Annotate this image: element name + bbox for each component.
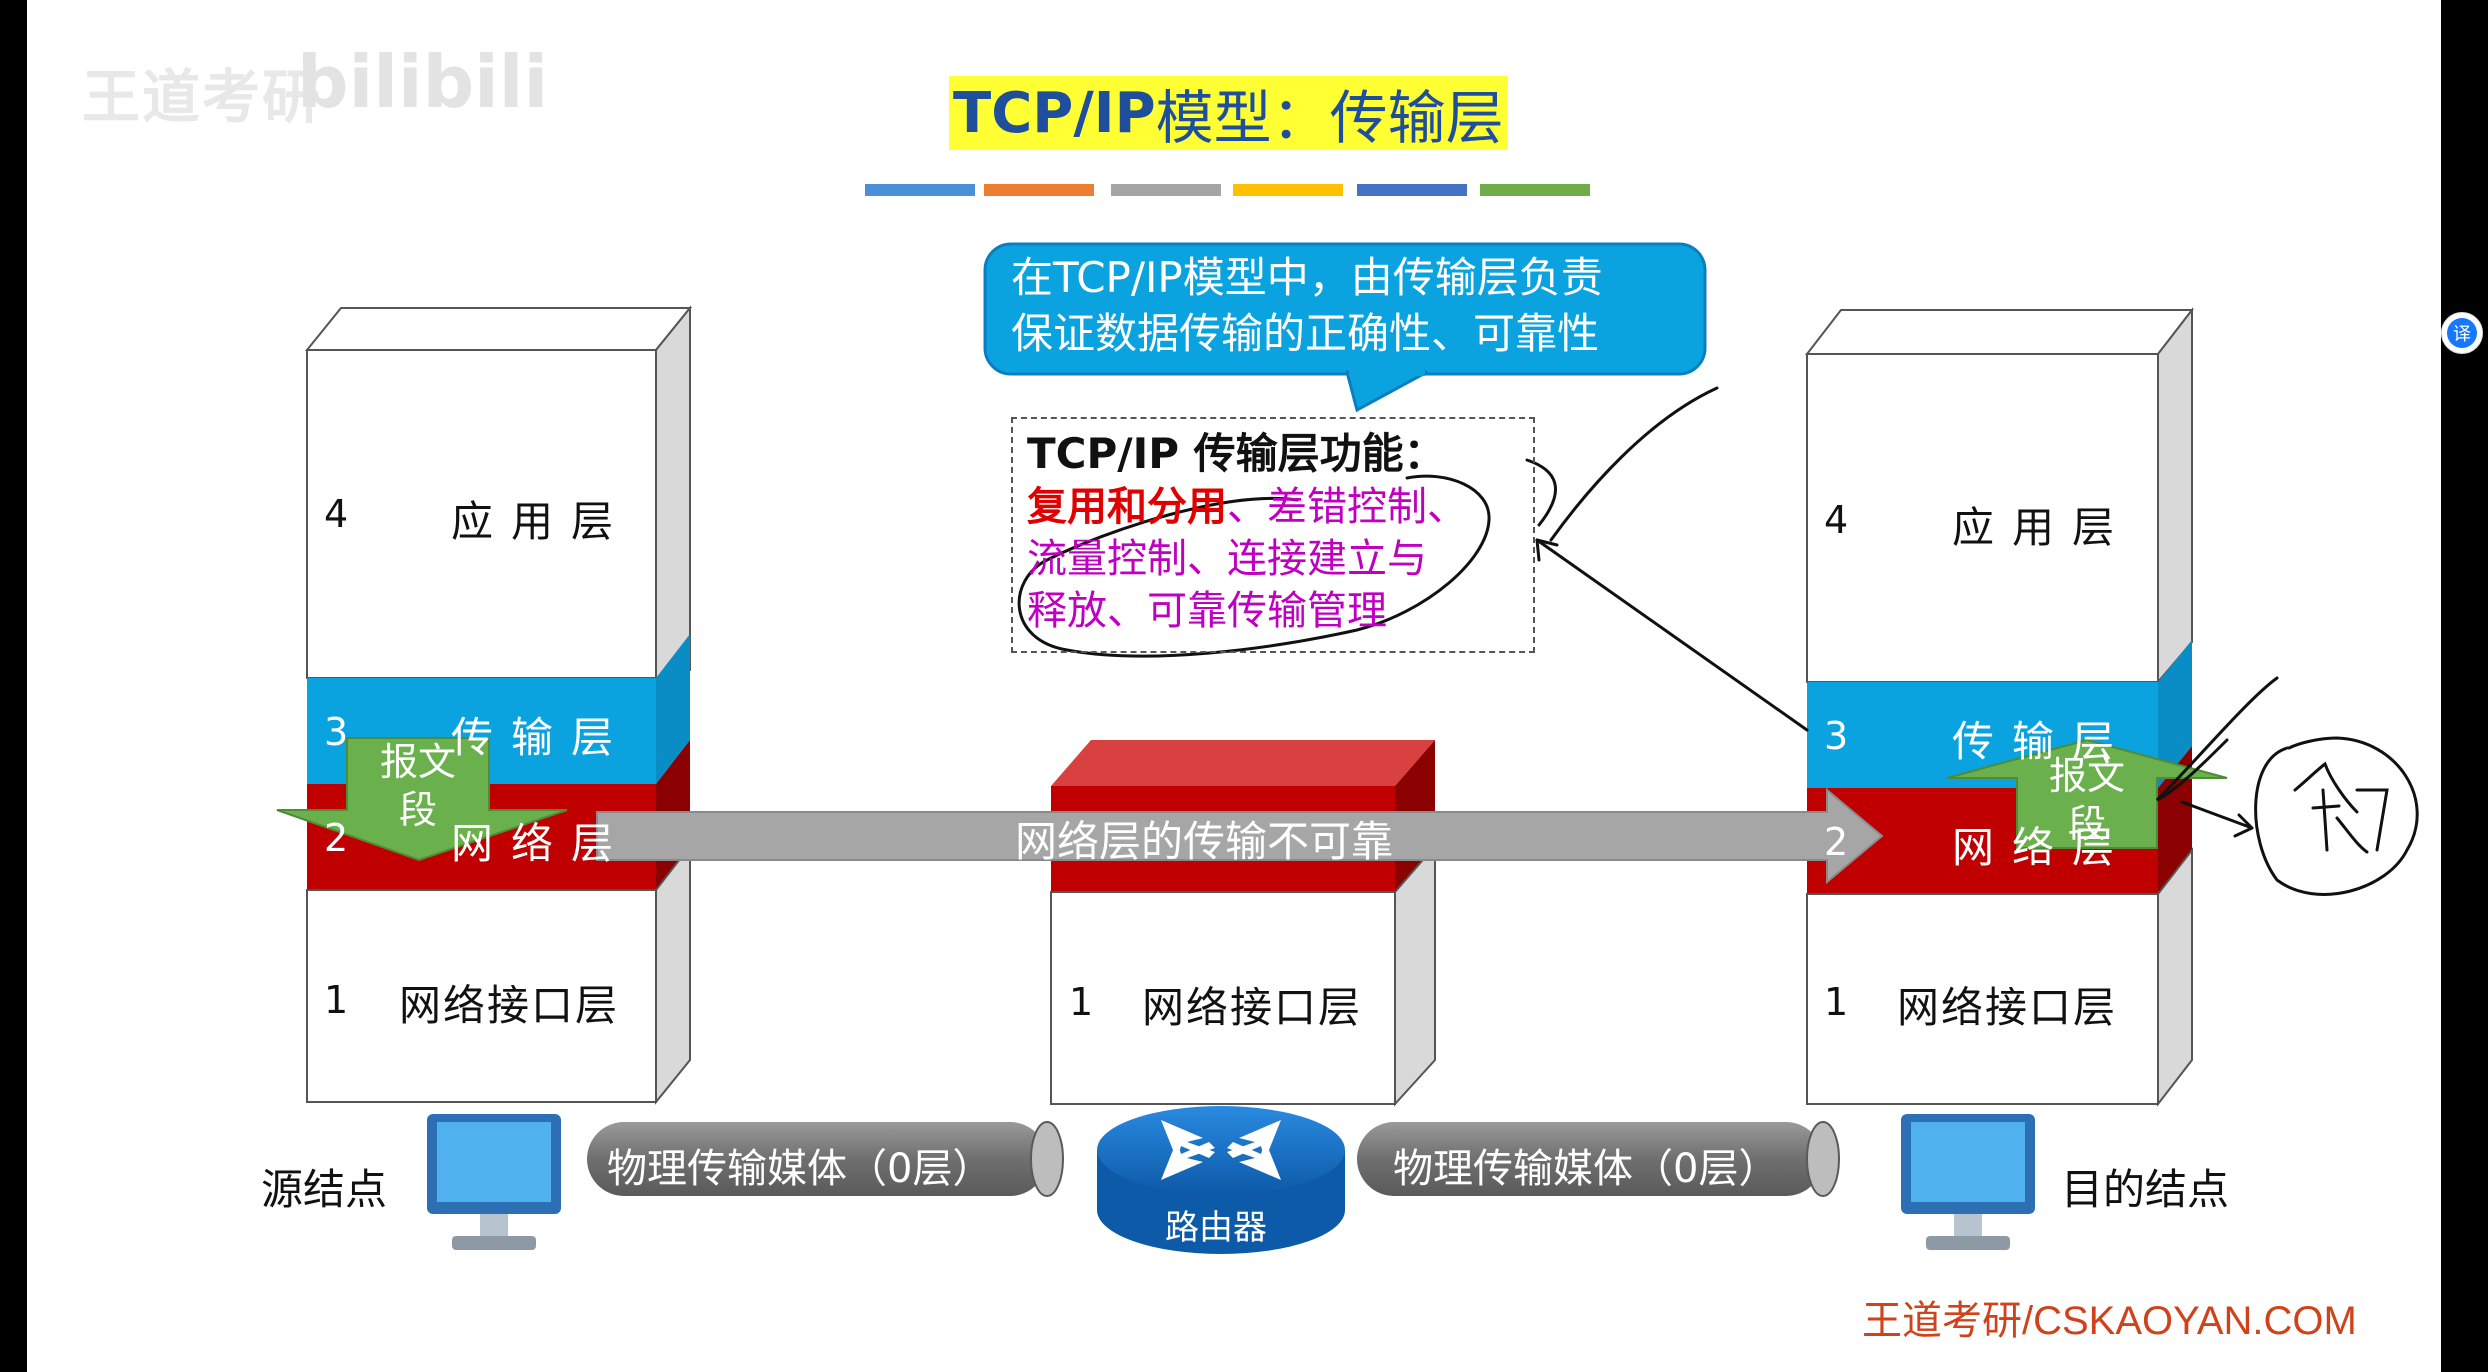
router-stack [1050, 740, 1436, 1107]
left-pipe-label: 物理传输媒体（0层） [607, 1146, 993, 1192]
source-layer-4-num: 4 [324, 492, 349, 536]
dest-layer-4-name: 应用层 [1952, 503, 2133, 552]
color-bar-2 [984, 184, 1094, 196]
title-text: 模型：传输层 [1155, 84, 1504, 152]
callout-bubble [983, 242, 1707, 413]
dest-segment-line-2: 段 [2067, 802, 2106, 846]
router-icon [1097, 1106, 1345, 1254]
dest-layer-1-num: 1 [1824, 980, 1849, 1024]
dest-segment-arrow [1946, 738, 2228, 849]
source-layer-3-num: 3 [324, 710, 349, 754]
source-segment-line-2: 段 [398, 788, 437, 832]
transport-functions-box: TCP/IP 传输层功能： 复用和分用、差错控制、 流量控制、连接建立与 释放、… [1011, 417, 1535, 653]
translate-icon: 译 [2447, 318, 2477, 348]
handwritten-annotations [1017, 386, 2419, 896]
dest-layer-3-num: 3 [1824, 714, 1849, 758]
callout-text: 在TCP/IP模型中，由传输层负责 保证数据传输的正确性、可靠性 [1011, 250, 1711, 362]
source-layer-1-num: 1 [324, 978, 349, 1022]
functions-title: TCP/IP 传输层功能： [1027, 429, 1446, 478]
network-arrow [596, 787, 1884, 885]
diagram-canvas [276, 242, 2419, 1254]
translate-button[interactable]: 译 [2441, 312, 2483, 354]
title-tcp-ip: TCP/IP [953, 80, 1156, 146]
footer-brand: 王道考研/CSKAOYAN.COM [1862, 1299, 2357, 1343]
dest-layer-1-name: 网络接口层 [1897, 983, 2118, 1032]
functions-highlight: 复用和分用 [1027, 484, 1227, 530]
source-segment-line-1: 报文 [379, 740, 456, 784]
color-bar-3 [1111, 184, 1221, 196]
dest-segment-label: 报文 段 [2017, 752, 2157, 848]
right-pipe-label: 物理传输媒体（0层） [1393, 1146, 1779, 1192]
color-bar-4 [1233, 184, 1343, 196]
source-layer-1-name: 网络接口层 [399, 981, 620, 1030]
dest-layer-4-num: 4 [1824, 498, 1849, 542]
slide-title: TCP/IP 模型：传输层 [949, 76, 1508, 152]
router-layer-1-num: 1 [1069, 980, 1094, 1024]
source-computer-icon [427, 1114, 561, 1250]
watermark-bilibili: bilibili [297, 40, 549, 124]
source-layer-4-name: 应用层 [451, 497, 632, 546]
functions-line-2: 流量控制、连接建立与 [1027, 536, 1427, 582]
slide: 王道考研 bilibili TCP/IP 模型：传输层 [27, 0, 2441, 1372]
source-layer-3-name: 传输层 [451, 713, 632, 762]
dest-segment-line-1: 报文 [2048, 754, 2125, 798]
right-pipe [1357, 1121, 1840, 1197]
router-layer-1-name: 网络接口层 [1142, 983, 1363, 1032]
functions-rest-1: 、差错控制、 [1227, 484, 1467, 530]
router-label: 路由器 [1165, 1208, 1267, 1248]
dest-layer-3-name: 传输层 [1952, 717, 2133, 766]
dest-layer-2-name: 网络层 [1952, 823, 2133, 872]
handwriting-note: 全局 [2297, 795, 2357, 839]
callout-line-2: 保证数据传输的正确性、可靠性 [1011, 309, 1600, 358]
functions-line-1: 复用和分用、差错控制、 [1027, 481, 1519, 533]
color-bar-5 [1357, 184, 1467, 196]
watermark-logo: 王道考研 [82, 63, 323, 131]
source-segment-label: 报文 段 [347, 738, 489, 834]
callout-line-1: 在TCP/IP模型中，由传输层负责 [1011, 253, 1603, 302]
left-pipe [587, 1121, 1064, 1197]
network-arrow-label: 网络层的传输不可靠 [1015, 817, 1394, 866]
dest-layer-2-num: 2 [1824, 820, 1849, 864]
color-bar-6 [1480, 184, 1590, 196]
color-bar-1 [865, 184, 975, 196]
dest-computer-icon [1901, 1114, 2035, 1250]
source-layer-2-num: 2 [324, 816, 349, 860]
dest-node-label: 目的结点 [2061, 1165, 2230, 1214]
source-layer-2-name: 网络层 [451, 819, 632, 868]
functions-line-3: 释放、可靠传输管理 [1027, 588, 1387, 634]
source-segment-arrow [276, 737, 568, 862]
source-node-label: 源结点 [261, 1165, 388, 1214]
